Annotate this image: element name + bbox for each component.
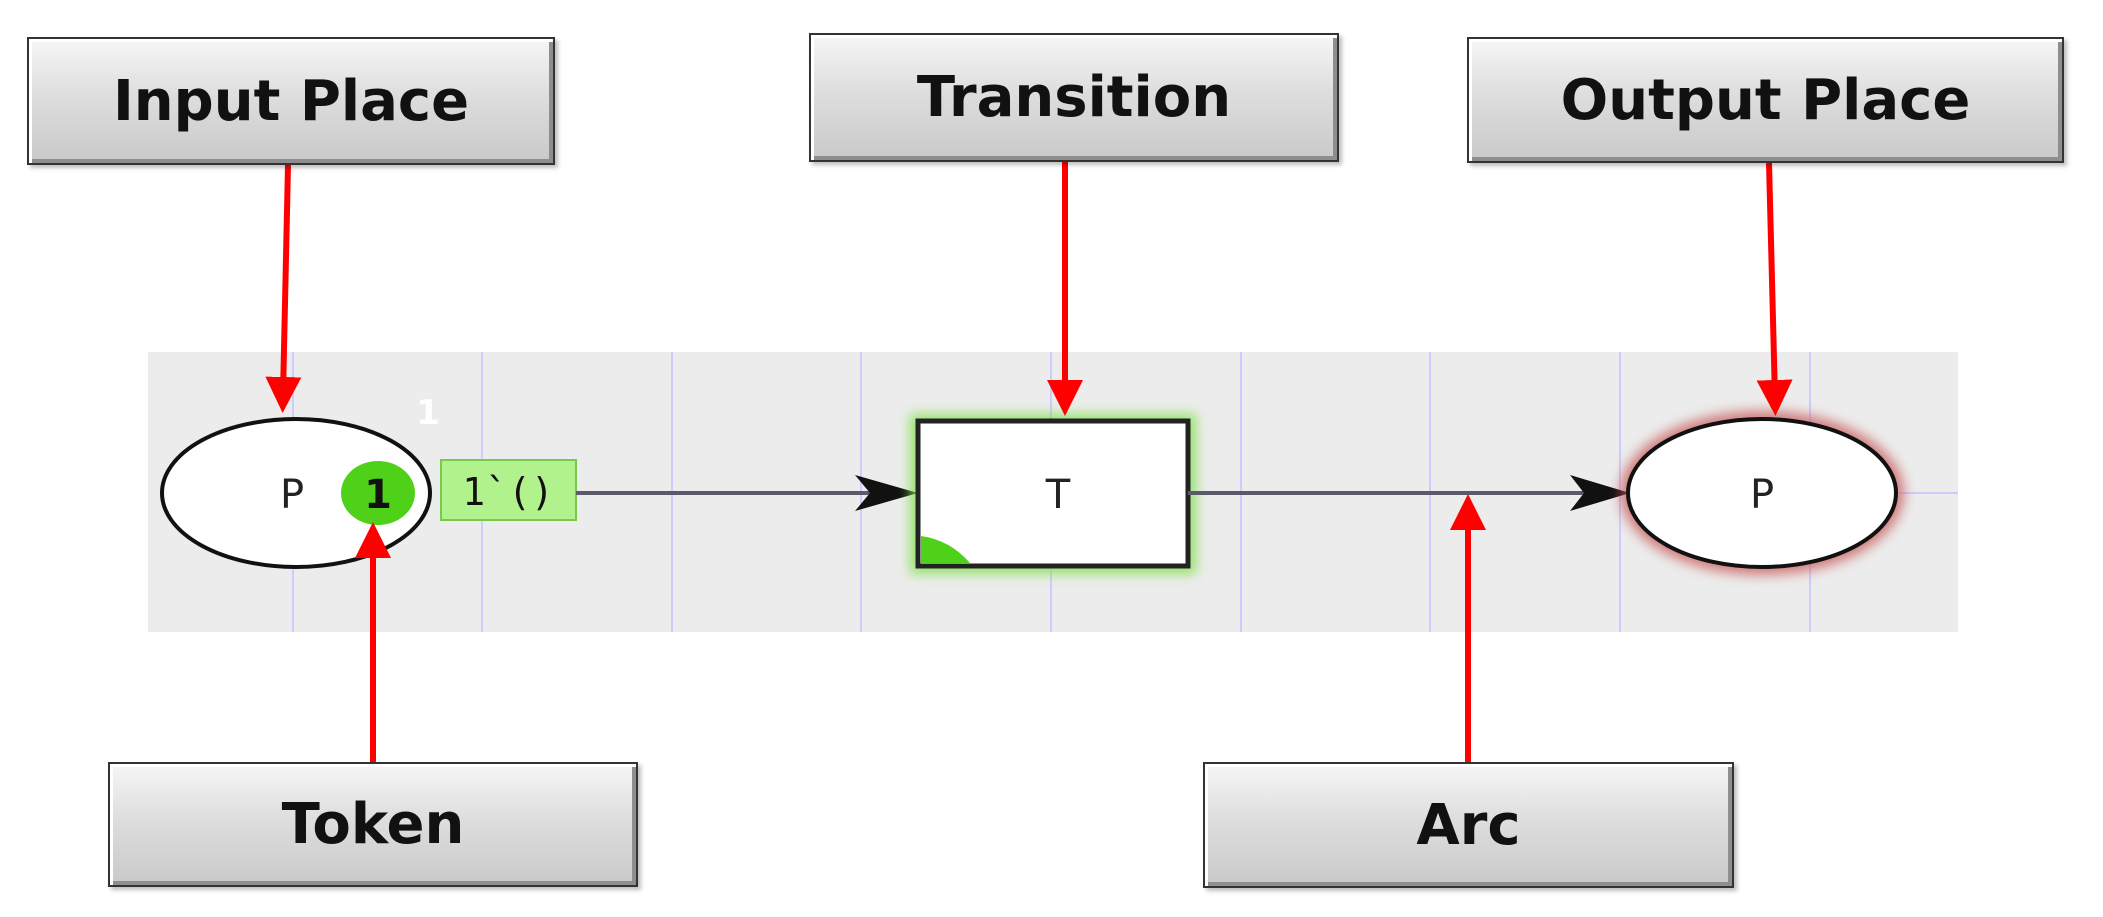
output-place[interactable] <box>1626 417 1898 569</box>
transition[interactable] <box>915 418 1191 569</box>
marking-label <box>440 459 577 521</box>
arc-input-arrowhead <box>855 475 918 511</box>
pointer-input-place <box>265 164 302 413</box>
transition-name: T <box>1045 472 1071 518</box>
transition-enabled-marker <box>921 536 970 563</box>
token-count: 1 <box>364 472 392 518</box>
place-annotation: 1 <box>416 393 440 433</box>
arc-label: Arc <box>1203 762 1734 888</box>
arc-output-arrowhead <box>1570 475 1630 511</box>
transition-label: Transition <box>809 33 1339 162</box>
output-place-label: Output Place <box>1467 37 2064 163</box>
pointer-output-place <box>1756 162 1793 416</box>
marking-text: 1`() <box>462 470 554 514</box>
token-label: Token <box>108 762 638 887</box>
output-place-name: P <box>1750 472 1774 518</box>
input-place-label: Input Place <box>27 37 555 165</box>
token[interactable] <box>341 461 415 525</box>
input-place-name: P <box>280 472 304 518</box>
